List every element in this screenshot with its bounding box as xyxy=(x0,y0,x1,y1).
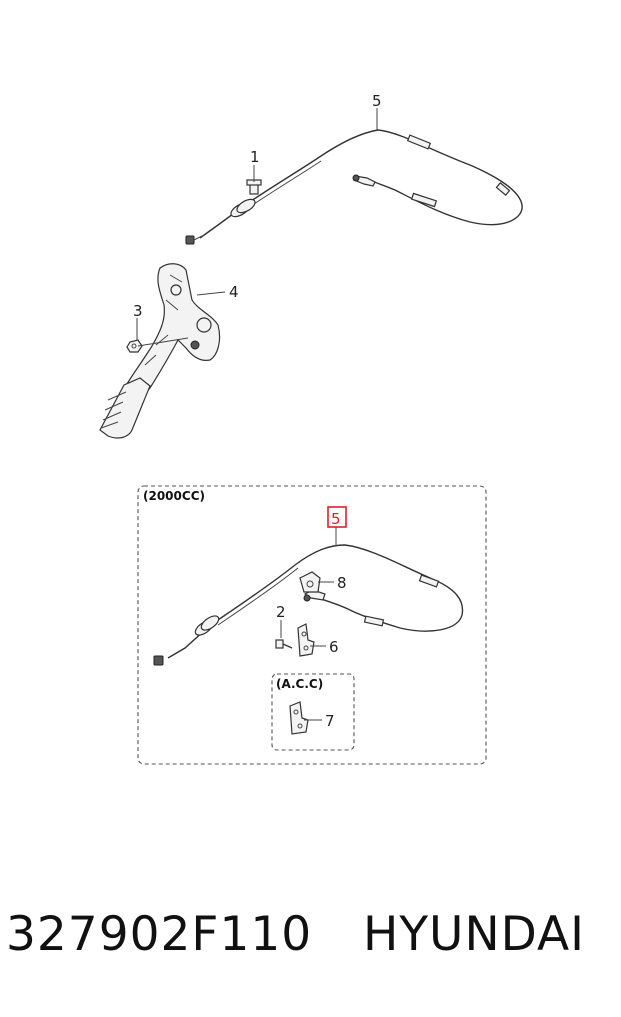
nut-3 xyxy=(126,339,143,353)
callout-3: 3 xyxy=(133,302,143,320)
bolt-1 xyxy=(246,179,262,195)
callout-6: 6 xyxy=(329,638,339,656)
brand-name: HYUNDAI xyxy=(363,907,585,962)
callout-5-highlighted: 5 xyxy=(331,510,341,528)
callout-2: 2 xyxy=(276,603,286,621)
engine-variant-box xyxy=(137,485,487,765)
callout-4: 4 xyxy=(229,283,239,301)
bracket-6 xyxy=(297,623,315,657)
engine-variant-label: (2000CC) xyxy=(143,489,205,503)
cable-end-fitting xyxy=(185,235,203,245)
accelerator-cable-upper xyxy=(199,129,523,239)
accelerator-cable-lower xyxy=(153,544,464,666)
bolt-2 xyxy=(275,639,293,649)
bracket-7 xyxy=(289,701,309,735)
callout-1: 1 xyxy=(250,148,260,166)
bracket-clip-8 xyxy=(299,571,321,593)
acc-variant-label: (A.C.C) xyxy=(276,677,323,691)
highlight-box-5 xyxy=(327,506,347,528)
callout-5-upper: 5 xyxy=(372,92,382,110)
accelerator-pedal-assembly xyxy=(99,263,221,439)
callout-7: 7 xyxy=(325,712,335,730)
cable-retainer-clip xyxy=(230,198,256,218)
callout-8: 8 xyxy=(337,574,347,592)
part-number: 327902F110 xyxy=(6,907,313,962)
acc-variant-box xyxy=(271,673,355,751)
cable-retainer-clip-lower xyxy=(194,615,220,636)
